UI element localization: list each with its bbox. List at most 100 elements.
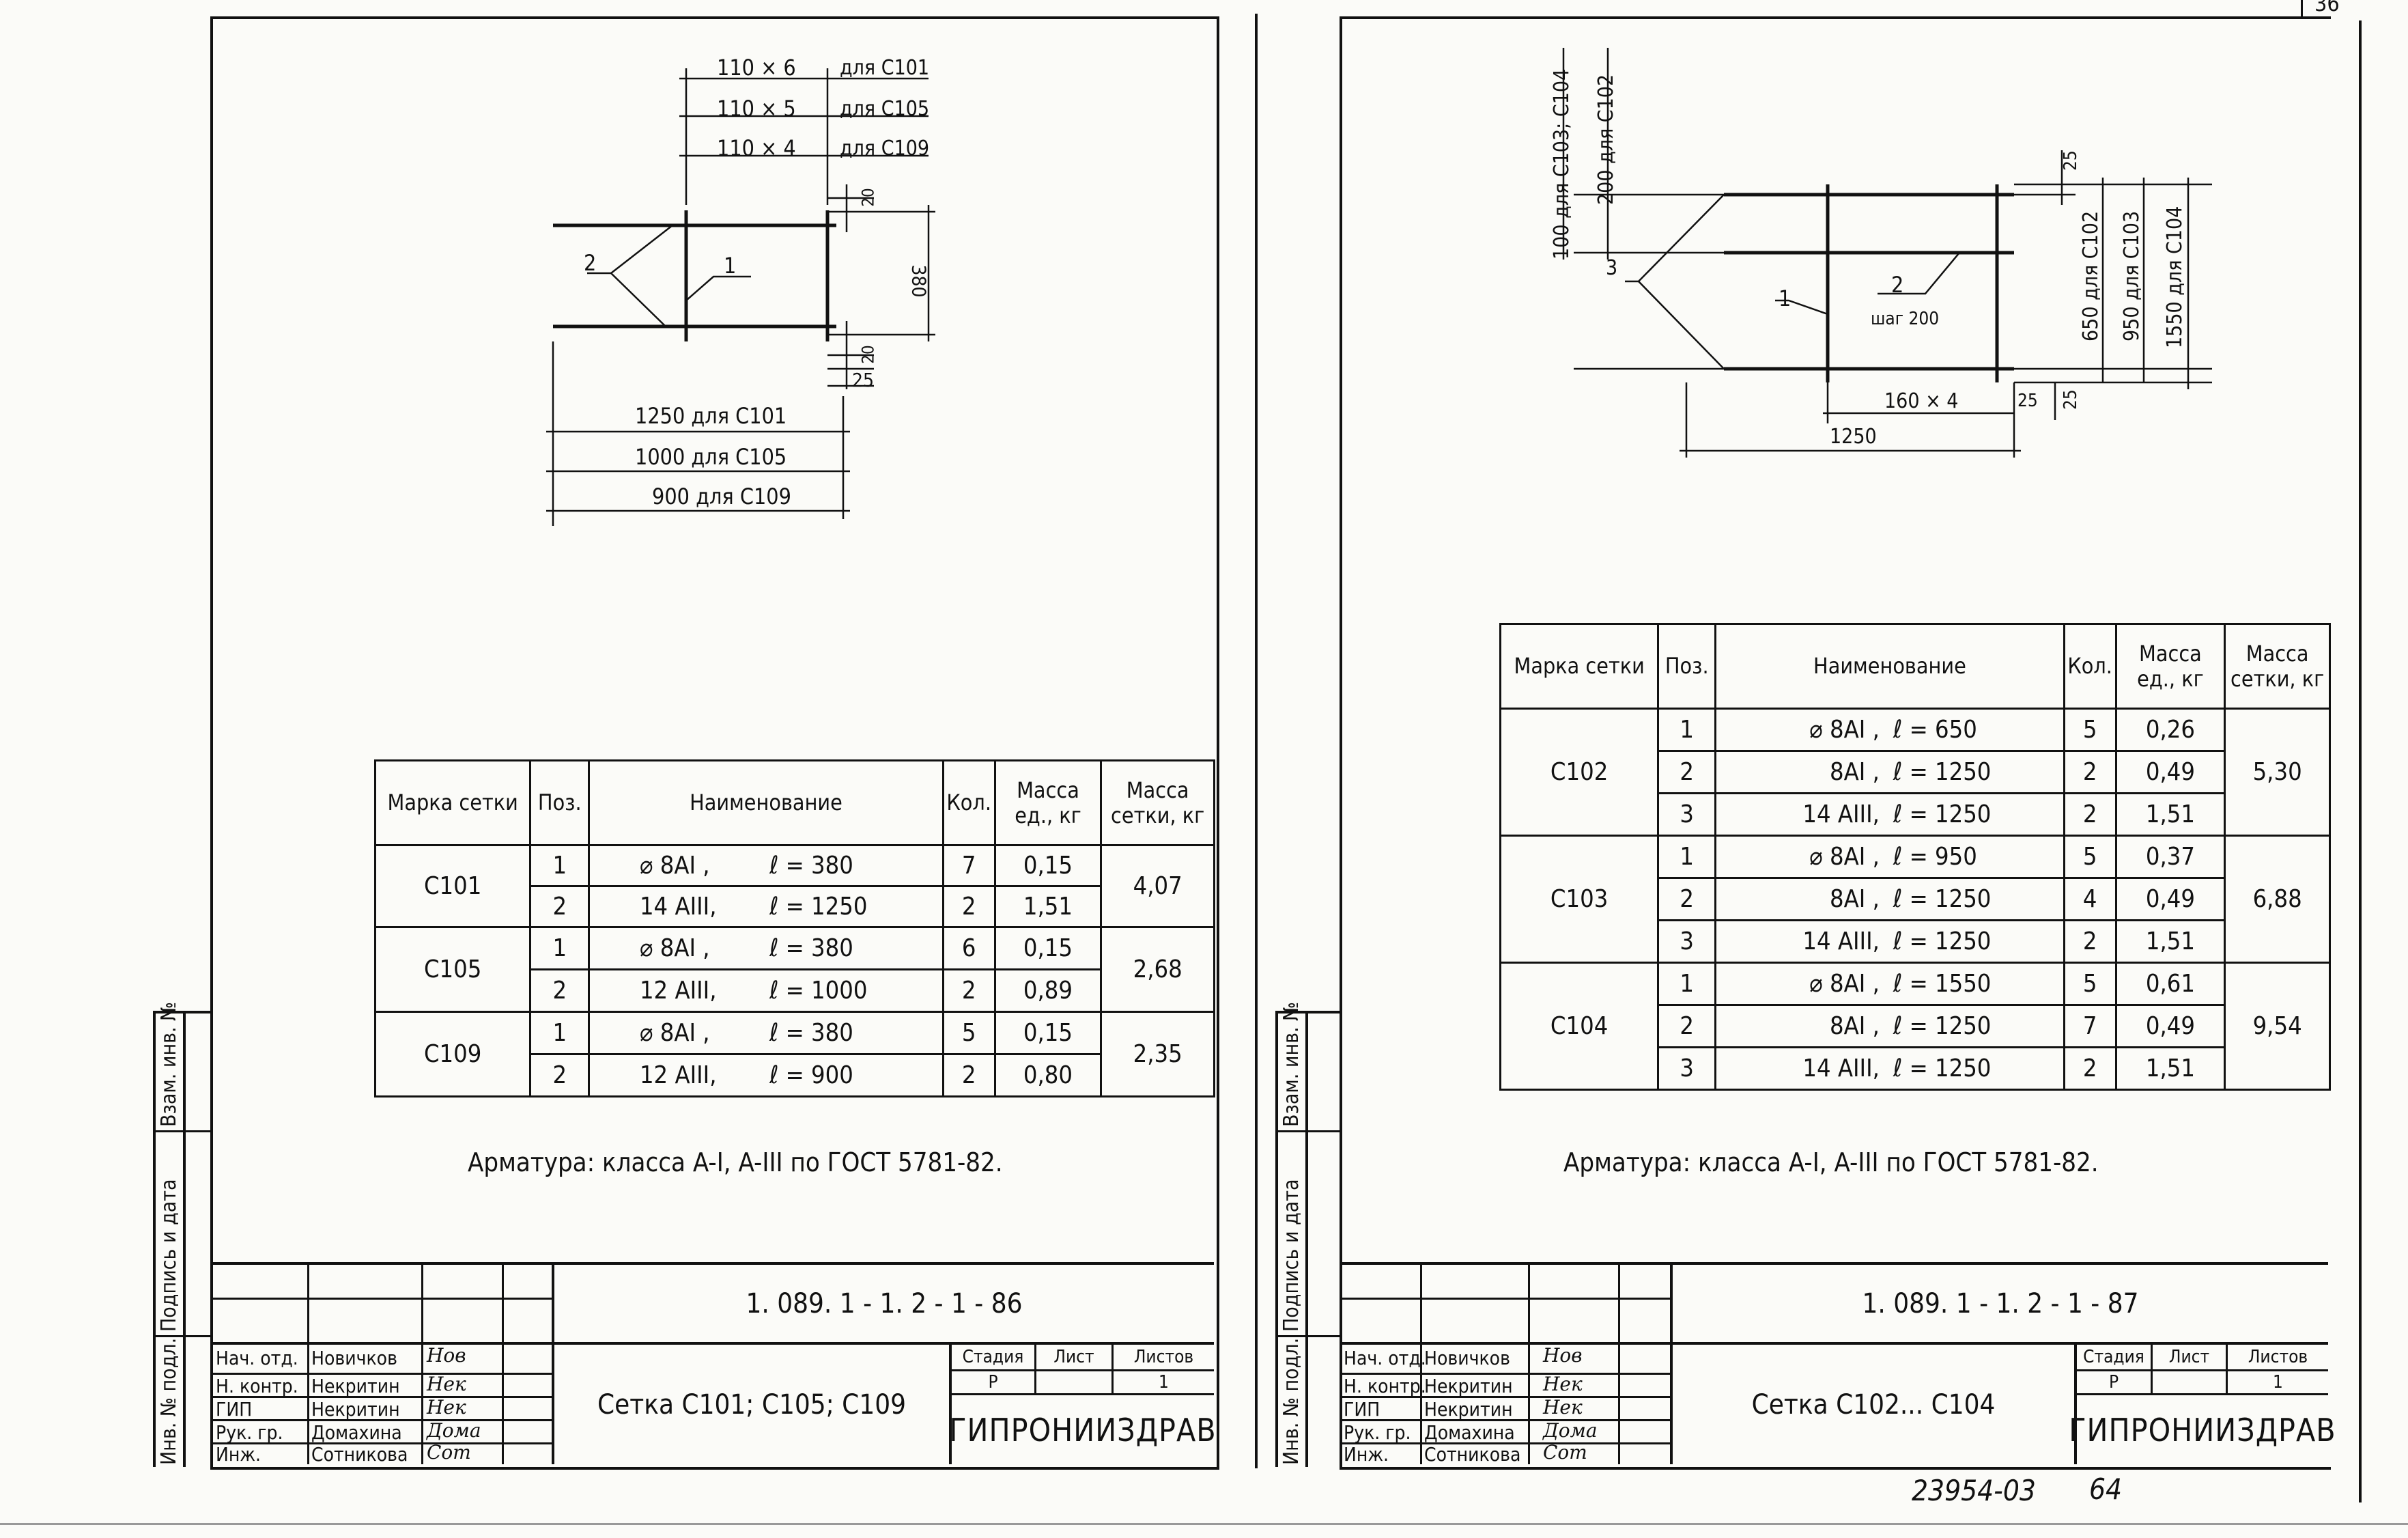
cell-total: 6,88 <box>2224 835 2331 964</box>
bar-length: ℓ = 1550 <box>1893 970 1992 998</box>
dim-top-2: 110 × 5 <box>717 96 796 122</box>
cell-mass: 0,15 <box>993 844 1103 887</box>
cell-mass: 0,49 <box>2114 877 2226 921</box>
right-rebar-note: Арматура: класса A-I, A-III по ГОСТ 5781… <box>1563 1147 2099 1177</box>
cell-name: 12 AIII,ℓ = 900 <box>588 1053 944 1097</box>
right-doc-code: 1. 089. 1 - 1. 2 - 1 - 87 <box>1862 1287 2139 1319</box>
bar-length: ℓ = 650 <box>1893 716 1977 744</box>
table-row: 2 8AI ,ℓ = 1250 7 0,49 <box>1501 1004 2330 1048</box>
cell-pos: 2 <box>1657 1004 1717 1048</box>
table-row: 3 14 AIII,ℓ = 1250 2 1,51 <box>1501 1046 2330 1091</box>
cell-qty: 2 <box>941 968 996 1013</box>
right-org-name: ГИПРОНИИЗДРАВ <box>2069 1411 2336 1449</box>
right-spec-table: Марка сетки Поз. Наименование Кол. Масса… <box>1499 623 2331 1091</box>
bar-name: 12 AIII, <box>639 977 717 1005</box>
side-label-inv-orig: Инв. № подл. <box>157 1337 181 1465</box>
bar-length: ℓ = 380 <box>769 852 853 880</box>
signer-name: Сотникова <box>311 1443 408 1466</box>
cell-name: 14 AIII,ℓ = 1250 <box>1714 919 2065 964</box>
cell-mass: 1,51 <box>993 885 1103 928</box>
side-label-signature-date: Подпись и дата <box>157 1179 181 1332</box>
cell-name: ⌀ 8AI ,ℓ = 950 <box>1714 835 2065 879</box>
cell-name: 14 AIII,ℓ = 1250 <box>1714 1046 2065 1091</box>
dim-size-text: 110 × 4 <box>717 135 796 161</box>
bar-name: 14 AIII, <box>1802 800 1880 828</box>
cell-total: 2,68 <box>1100 926 1215 1013</box>
header-qty: Кол. <box>941 759 996 846</box>
left-sheet-frame <box>210 16 1219 1470</box>
dim-right-950: 950 для С103 <box>2120 210 2144 341</box>
signer-name: Некритин <box>1424 1375 1513 1397</box>
cell-mark: С102 <box>1499 708 1660 837</box>
dim-top-2-for: для С105 <box>840 97 929 121</box>
cell-mass: 0,49 <box>2114 750 2226 794</box>
dim-bottom-2: 1000 для С105 <box>635 444 787 470</box>
table-header-row: Марка сетки Поз. Наименование Кол. Масса… <box>1499 623 2331 710</box>
table-row: С102 1 ⌀ 8AI ,ℓ = 650 5 0,26 5,30 <box>1499 708 2331 837</box>
cell-mark: С109 <box>373 1011 532 1097</box>
header-pos: Поз. <box>1657 623 1717 710</box>
signature: Дома <box>427 1419 481 1442</box>
header-mark: Марка сетки <box>1499 623 1660 710</box>
table-row: 3 14 AIII,ℓ = 1250 2 1,51 <box>1501 792 2330 837</box>
cell-name: ⌀ 8AI ,ℓ = 380 <box>588 1011 944 1055</box>
table-row: 2 12 AIII,ℓ = 1000 2 0,89 <box>376 968 1215 1013</box>
corner-box-left <box>2301 0 2303 16</box>
right-sheet-value <box>2153 1371 2226 1393</box>
side-label-inv-replace: Взам. инв. № <box>1279 1001 1303 1127</box>
bottom-edge-line <box>0 1523 2408 1525</box>
table-row: 2 8AI ,ℓ = 1250 4 0,49 <box>1501 877 2330 921</box>
cell-pos: 3 <box>1657 1046 1717 1091</box>
bar-name: 8AI , <box>1830 758 1880 786</box>
cell-qty: 5 <box>2063 962 2117 1006</box>
left-sheet-title: Сетка С101; С105; С109 <box>597 1388 906 1421</box>
cell-pos: 1 <box>1657 835 1717 879</box>
cell-total: 9,54 <box>2224 962 2331 1091</box>
cell-name: 14 AIII,ℓ = 1250 <box>588 885 944 928</box>
cell-pos: 2 <box>529 885 591 928</box>
cell-qty: 7 <box>941 844 996 887</box>
signer-name: Некритин <box>311 1398 400 1421</box>
dim-vertical-200: 200 для С102 <box>1594 74 1618 205</box>
table-row: С109 1 ⌀ 8AI ,ℓ = 380 5 0,15 2,35 <box>373 1011 1215 1097</box>
table-row: 3 14 AIII,ℓ = 1250 2 1,51 <box>1501 919 2330 964</box>
cell-name: 8AI ,ℓ = 1250 <box>1714 1004 2065 1048</box>
bar-length: ℓ = 1250 <box>1893 1054 1992 1082</box>
cell-mass: 0,61 <box>2114 962 2226 1006</box>
left-stage-header: Стадия <box>962 1347 1024 1367</box>
cell-name: 8AI ,ℓ = 1250 <box>1714 750 2065 794</box>
table-row: С103 1 ⌀ 8AI ,ℓ = 950 5 0,37 6,88 <box>1499 835 2331 964</box>
header-pos: Поз. <box>529 759 591 846</box>
dim-bottom-3: 900 для С109 <box>652 484 791 509</box>
callout-1: 1 <box>1779 285 1791 311</box>
right-stage-header: Стадия <box>2083 1347 2144 1367</box>
left-sheet-header: Лист <box>1053 1347 1094 1367</box>
left-sheet-value <box>1036 1371 1111 1393</box>
signer-name: Новичков <box>1424 1347 1510 1369</box>
right-sheet-title: Сетка С102... С104 <box>1751 1388 1996 1421</box>
callout-3: 3 <box>1606 256 1618 280</box>
bar-name: ⌀ 8AI , <box>639 934 710 962</box>
signer-role: Н. контр. <box>1344 1375 1426 1397</box>
right-sheet-header: Лист <box>2168 1347 2210 1367</box>
bar-name: ⌀ 8AI , <box>1809 970 1880 998</box>
dim-size-text: 110 × 6 <box>717 55 796 81</box>
cell-name: ⌀ 8AI ,ℓ = 380 <box>588 926 944 970</box>
cell-pos: 3 <box>1657 919 1717 964</box>
signer-role: Инж. <box>216 1443 261 1466</box>
signature: Сот <box>1543 1441 1587 1464</box>
dim-for-text: для С109 <box>840 137 930 160</box>
cell-qty: 2 <box>2063 1046 2117 1091</box>
cell-mass: 0,89 <box>993 968 1103 1013</box>
left-org-name: ГИПРОНИИЗДРАВ <box>949 1411 1217 1449</box>
header-mass-unit: Масса ед., кг <box>993 759 1103 846</box>
signature: Нов <box>427 1344 466 1367</box>
cell-total: 2,35 <box>1100 1011 1215 1097</box>
signer-name: Новичков <box>311 1347 397 1369</box>
left-stage-value: Р <box>988 1372 998 1393</box>
cell-name: ⌀ 8AI , ℓ = 1550 <box>1714 962 2065 1006</box>
dim-25: 25 <box>852 369 875 391</box>
bar-name: 8AI , <box>1830 885 1880 913</box>
signer-name: Некритин <box>1424 1398 1513 1421</box>
dim-top-1: 110 × 6 <box>717 55 796 81</box>
